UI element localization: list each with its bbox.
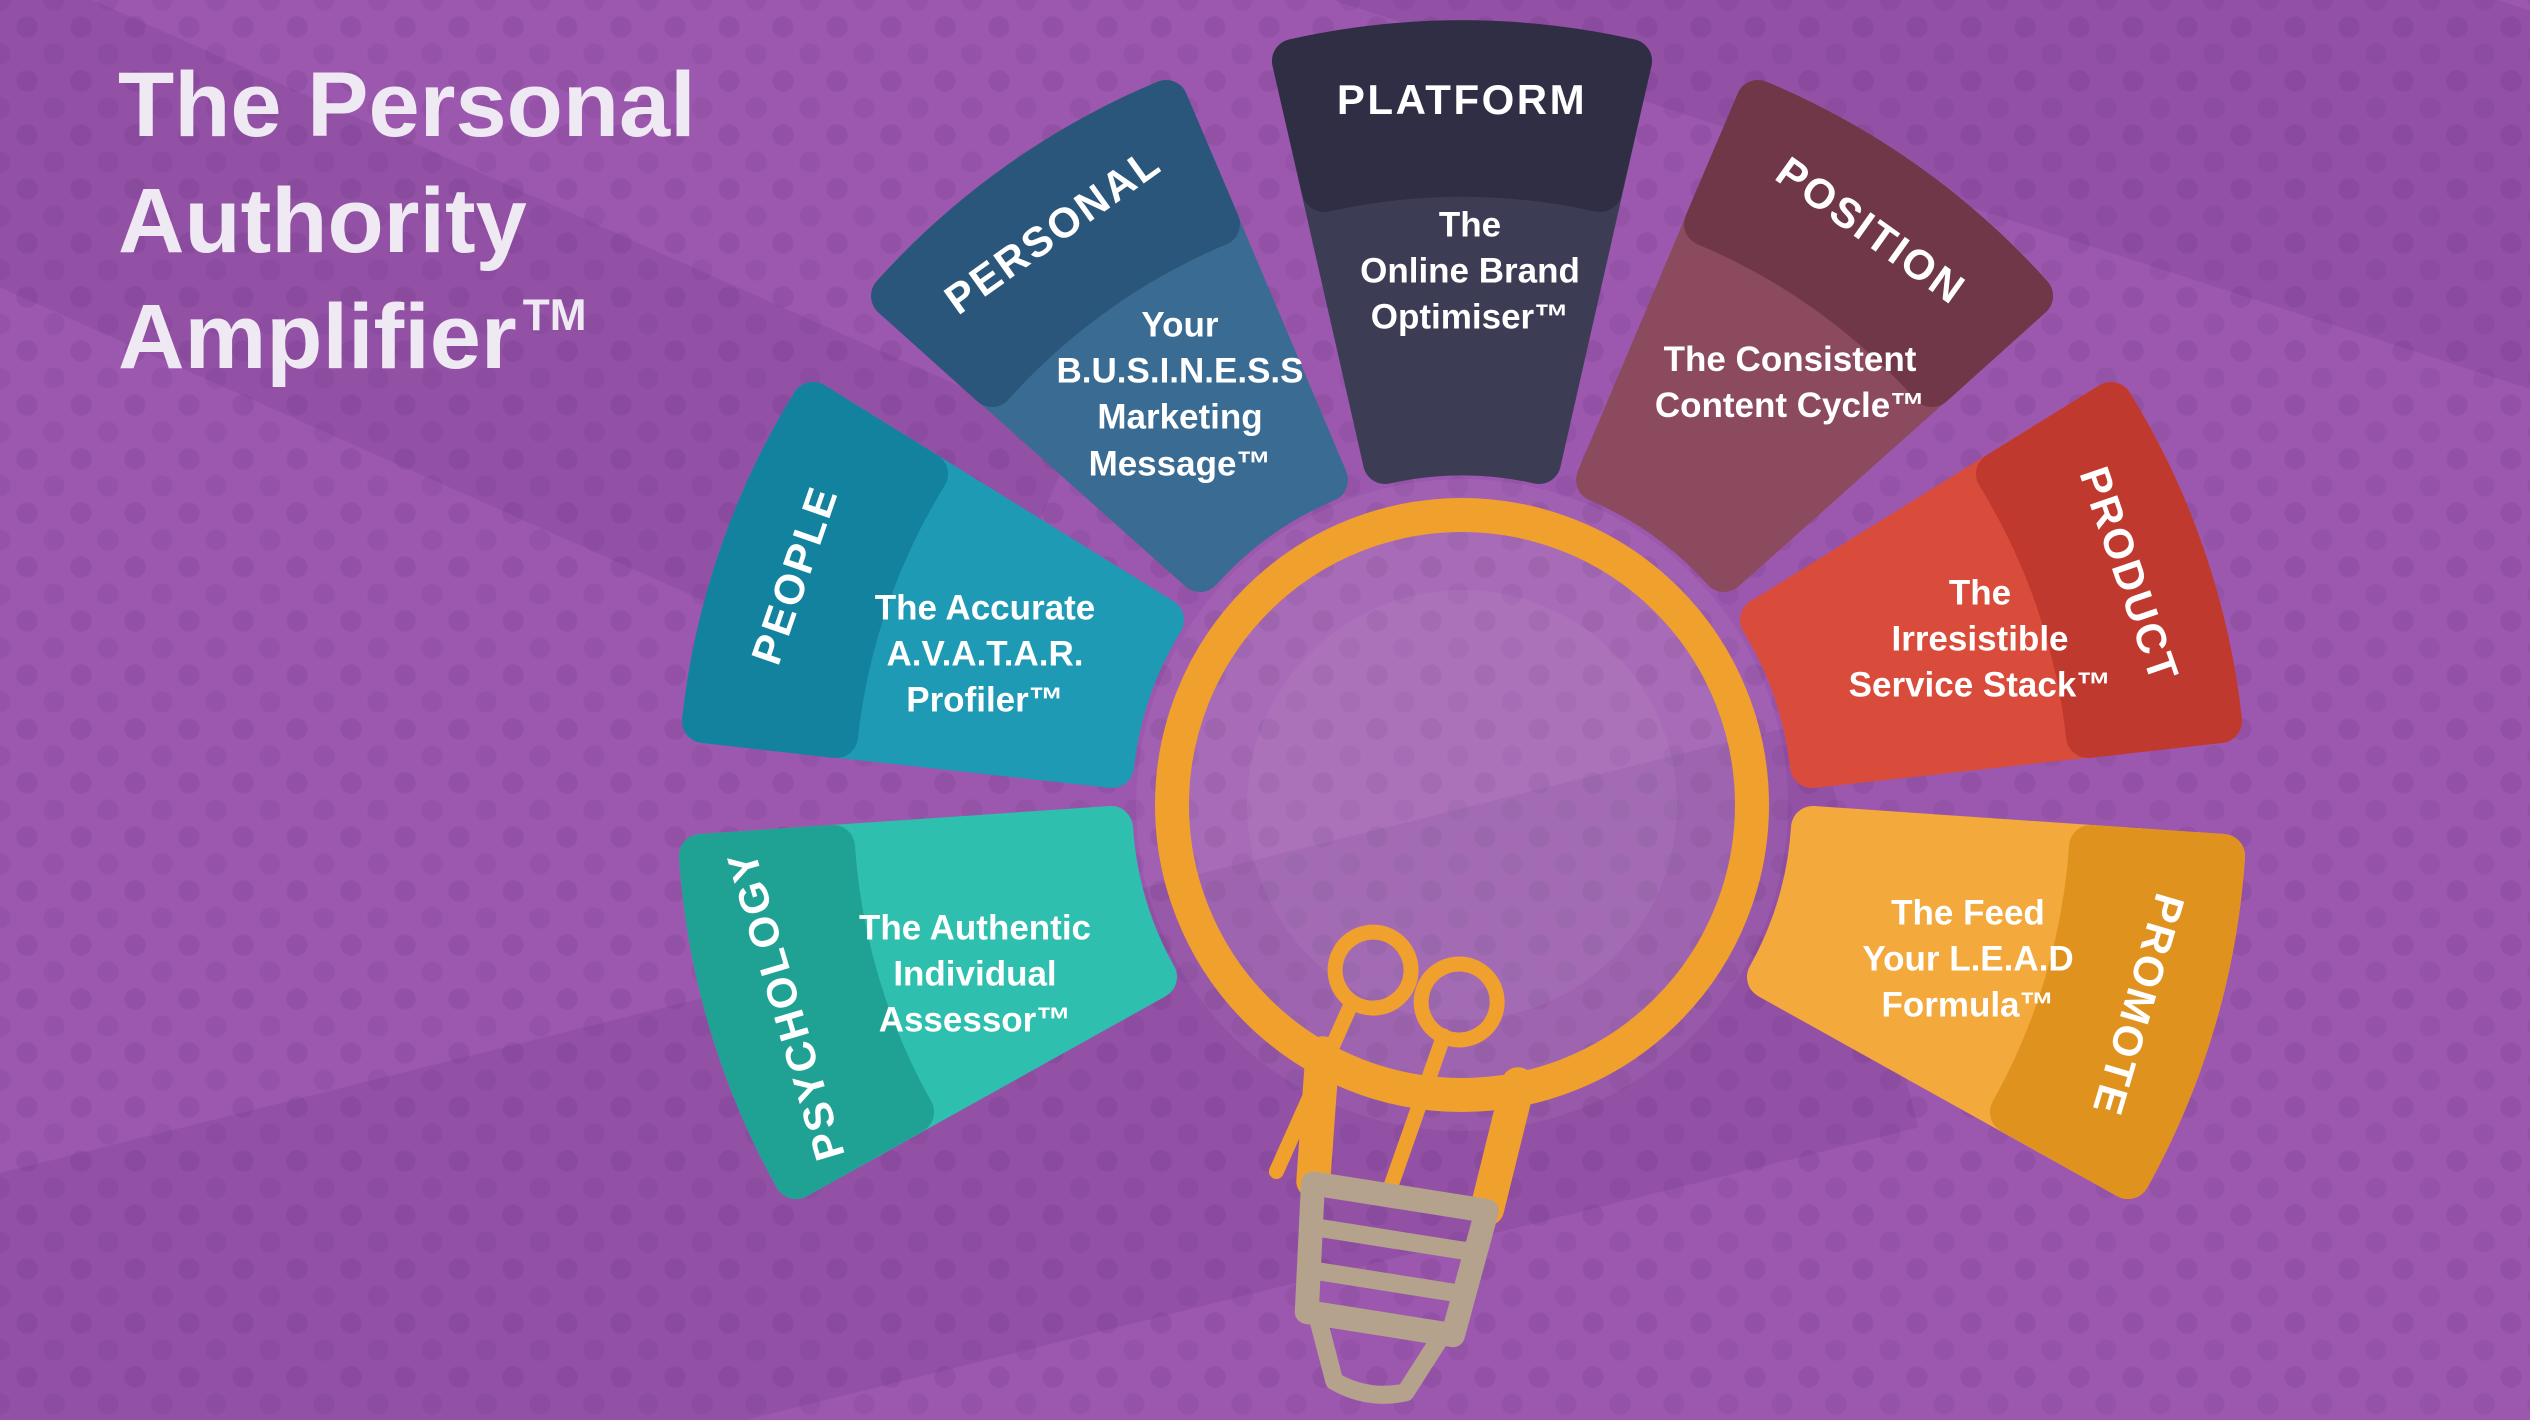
segment-description-personal: Your B.U.S.I.N.E.S.S Marketing Message™ [1056,305,1304,484]
bulb-filament-stems [1268,995,1452,1201]
segment-band-position [1684,80,2053,407]
segment-description-product: The Irresistible Service Stack™ [1848,573,2112,706]
segment-band-people [682,382,948,758]
bulb-halo [1136,479,1788,1131]
segment-band-personal [871,80,1240,407]
title-line-2: Authority [118,169,527,272]
lightbulb-icon [1136,479,1788,1404]
bulb-filament-loop-right [1413,956,1505,1048]
title-line-1: The Personal [118,54,696,156]
segment-description-people: The Accurate A.V.A.T.A.R. Profiler™ [874,588,1096,721]
segment-band-promote [1990,825,2245,1199]
bulb-inner-glow [1247,590,1677,1020]
bulb-base-tip [1307,1304,1453,1404]
segment-description-platform: The Online Brand Optimiser™ [1360,205,1580,338]
segment-description-psychology: The Authentic Individual Assessor™ [858,908,1092,1041]
segment-band-product [1976,382,2242,758]
segment-label-platform: PLATFORM [1336,76,1588,123]
bulb-filament-loop-left [1327,924,1419,1016]
trademark-symbol: TM [522,290,587,340]
segment-description-position: The Consistent Content Cycle™ [1654,339,1926,425]
bulb-glass-circle [1155,498,1769,1112]
segment-band-psychology [679,825,934,1199]
segment-description-promote: The Feed Your L.E.A.D Formula™ [1862,893,2074,1026]
segment-band-platform [1272,20,1652,212]
bulb-base-threads [1300,1217,1484,1304]
